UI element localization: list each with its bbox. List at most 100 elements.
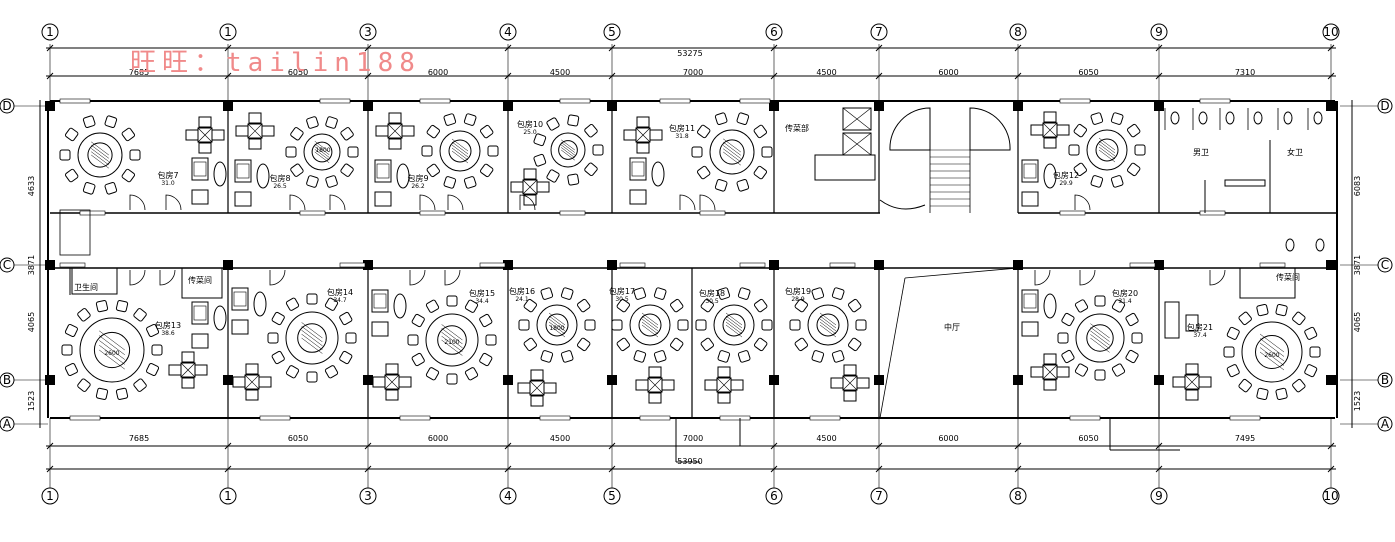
chair bbox=[64, 363, 78, 377]
dim-tick bbox=[770, 442, 778, 450]
dim-tick bbox=[224, 465, 232, 473]
armchair bbox=[385, 363, 399, 375]
chair bbox=[1304, 326, 1318, 340]
chair bbox=[306, 116, 319, 129]
chair bbox=[546, 117, 560, 131]
chair bbox=[584, 319, 596, 331]
chair bbox=[77, 378, 91, 392]
wash-counter bbox=[1224, 179, 1266, 187]
sofa-chair bbox=[374, 191, 392, 207]
hatch bbox=[723, 148, 741, 163]
structural-column bbox=[769, 260, 779, 270]
chair bbox=[592, 144, 604, 156]
chair bbox=[811, 350, 825, 363]
dim-tick bbox=[1327, 442, 1335, 450]
overall-dimension-top: 53275 bbox=[677, 49, 702, 58]
chair bbox=[411, 313, 425, 328]
hatch bbox=[641, 318, 659, 332]
door-swing-top bbox=[329, 194, 346, 211]
chair bbox=[633, 287, 647, 300]
grid-label-left: A bbox=[3, 417, 12, 431]
chair bbox=[848, 337, 862, 352]
door-swing-bottom bbox=[159, 269, 176, 286]
round-table-room18 bbox=[695, 287, 773, 363]
chair bbox=[82, 115, 96, 128]
window bbox=[1129, 262, 1156, 268]
hatch bbox=[561, 144, 575, 156]
tea-set-room15 bbox=[372, 363, 412, 401]
window bbox=[79, 210, 106, 216]
tea-set-room9 bbox=[375, 112, 415, 150]
chair bbox=[811, 287, 825, 300]
grid-bubble-bottom bbox=[359, 487, 377, 505]
chair bbox=[831, 350, 845, 363]
chair bbox=[340, 127, 354, 141]
chair bbox=[1061, 349, 1075, 364]
window bbox=[1259, 262, 1286, 268]
structural-column bbox=[363, 260, 373, 270]
door-swing-bottom bbox=[1079, 269, 1096, 286]
grid-bubble-bottom bbox=[765, 487, 783, 505]
dim-tick bbox=[364, 72, 372, 80]
armchair bbox=[530, 395, 544, 407]
hatch bbox=[99, 340, 125, 360]
tea-set-room10 bbox=[510, 168, 550, 206]
chair bbox=[653, 287, 667, 300]
armchair bbox=[375, 125, 389, 137]
armchair bbox=[510, 181, 524, 193]
armchair bbox=[388, 112, 402, 124]
chair bbox=[77, 308, 91, 322]
chair bbox=[1292, 311, 1306, 326]
female-wc-label: 女卫 bbox=[1287, 147, 1303, 157]
service-label-left: 传菜间 bbox=[188, 275, 212, 285]
door-swing-top bbox=[289, 194, 306, 211]
chair bbox=[463, 113, 477, 126]
tea-set-room8 bbox=[235, 112, 275, 150]
chair bbox=[480, 124, 494, 139]
chair bbox=[1090, 112, 1104, 125]
toilet-bowl bbox=[1253, 111, 1263, 125]
stair-curve-left bbox=[889, 107, 931, 151]
room-area-bottom: 34.7 bbox=[333, 297, 347, 304]
chair bbox=[464, 367, 479, 381]
dim-tick bbox=[46, 72, 54, 80]
hatch bbox=[641, 321, 659, 335]
chair bbox=[151, 344, 163, 356]
grid-label-top: 3 bbox=[364, 25, 372, 39]
dim-tick bbox=[364, 465, 372, 473]
chair bbox=[560, 350, 574, 363]
window bbox=[339, 262, 366, 268]
hatch bbox=[548, 324, 566, 338]
chair bbox=[789, 319, 801, 331]
grid-label-bottom: 10 bbox=[1323, 489, 1338, 503]
chair bbox=[324, 365, 339, 379]
side-dimension-right: 1523 bbox=[1353, 391, 1362, 411]
room-name-top: 包房9 bbox=[407, 173, 428, 183]
chair bbox=[691, 146, 703, 158]
hatch bbox=[91, 148, 109, 162]
watermark-text: 旺旺：tailin188 bbox=[130, 48, 421, 78]
segment-dimension-bottom: 7495 bbox=[1235, 434, 1255, 443]
armchair bbox=[536, 181, 550, 193]
room-area-bottom: 38.6 bbox=[161, 330, 175, 337]
armchair bbox=[717, 366, 731, 378]
hatch bbox=[441, 339, 463, 356]
tea-set-room18 bbox=[704, 366, 744, 404]
hatch bbox=[725, 321, 743, 335]
chair bbox=[271, 311, 285, 326]
tea-diag bbox=[716, 377, 732, 393]
chair bbox=[104, 115, 118, 128]
hatch bbox=[91, 151, 109, 166]
chair bbox=[737, 287, 751, 300]
coffee-table bbox=[1043, 163, 1057, 189]
chair bbox=[848, 298, 862, 313]
armchair bbox=[1172, 376, 1186, 388]
armchair bbox=[168, 364, 182, 376]
coffee-table bbox=[393, 293, 407, 319]
armchair bbox=[372, 376, 386, 388]
hatch bbox=[1259, 333, 1285, 353]
grid-label-top: 4 bbox=[504, 25, 512, 39]
segment-dimension-bottom: 6000 bbox=[938, 434, 958, 443]
table-diameter-label: 2100 bbox=[444, 339, 459, 346]
dim-tick bbox=[1327, 44, 1335, 52]
